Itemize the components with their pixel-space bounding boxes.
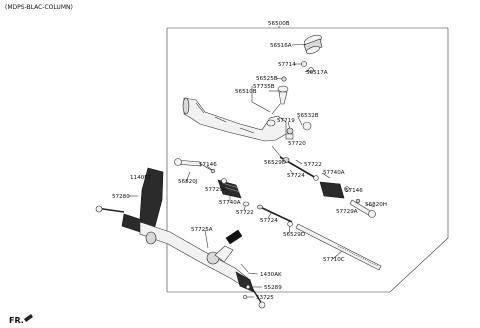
- pinion-parts: [271, 76, 289, 115]
- label-57710C: 57710C: [323, 257, 345, 263]
- assembled-steering-gear: [95, 167, 266, 309]
- label-57719: 57719: [277, 118, 295, 124]
- front-arrow-icon: [24, 314, 33, 322]
- upper-inner-tie-rod: [279, 156, 319, 181]
- label-57724-lower: 57724: [260, 218, 278, 224]
- label-56516A: 56516A: [270, 43, 292, 49]
- label-57722-upper: 57722: [304, 162, 322, 168]
- label-57735B: 57735B: [253, 84, 275, 90]
- label-57720: 57720: [288, 141, 306, 147]
- label-57722-lower: 57722: [236, 210, 254, 216]
- label-57146-right: 57146: [345, 188, 363, 194]
- label-57146-left: 57146: [199, 162, 217, 168]
- label-56510B: 56510B: [235, 89, 257, 95]
- label-55289: 55289: [264, 285, 282, 291]
- label-57280: 57280: [112, 194, 130, 200]
- label-56820J: 56820J: [178, 179, 198, 185]
- label-56525B: 56525B: [256, 76, 278, 82]
- rack-bar: [295, 223, 382, 271]
- label-57725A: 57725A: [191, 227, 213, 233]
- header-label: (MDPS-BLAC-COLUMN): [5, 4, 73, 11]
- upper-gear-housing: [182, 97, 287, 142]
- label-57740A-right: 57740A: [323, 170, 345, 176]
- front-direction-indicator: FR.: [9, 314, 33, 325]
- yoke-parts: [285, 121, 312, 140]
- left-tie-rod-end: [174, 158, 216, 174]
- label-57729A-left: 57729A: [205, 187, 227, 193]
- lower-inner-tie-rod: [257, 204, 293, 227]
- valve-housing-parts: [301, 34, 323, 73]
- fr-label: FR.: [9, 316, 24, 325]
- exploded-view-frame: [166, 27, 449, 293]
- label-56529D-upper: 56529D: [264, 160, 286, 166]
- label-53725: 53725: [256, 295, 274, 301]
- label-56532B: 56532B: [297, 113, 319, 119]
- label-57740A-left: 57740A: [219, 200, 241, 206]
- right-tie-rod-end: [349, 198, 376, 218]
- label-57729A-right: 57729A: [336, 209, 358, 215]
- right-bellows-boot: [319, 181, 350, 199]
- label-1430AK: 1430AK: [260, 272, 282, 278]
- label-56529D-lower: 56529D: [283, 232, 305, 238]
- left-bellows-boot: [217, 178, 250, 207]
- label-56500B: 56500B: [268, 21, 290, 27]
- label-1140FZ: 1140FZ: [130, 175, 151, 181]
- label-57724-upper: 57724: [287, 173, 305, 179]
- label-57714: 57714: [278, 62, 296, 68]
- part-labels: 56500B 56516A 57714 56517A 56525B 56510B…: [112, 21, 387, 301]
- label-56517A: 56517A: [306, 70, 328, 76]
- label-56820H: 56820H: [365, 202, 387, 208]
